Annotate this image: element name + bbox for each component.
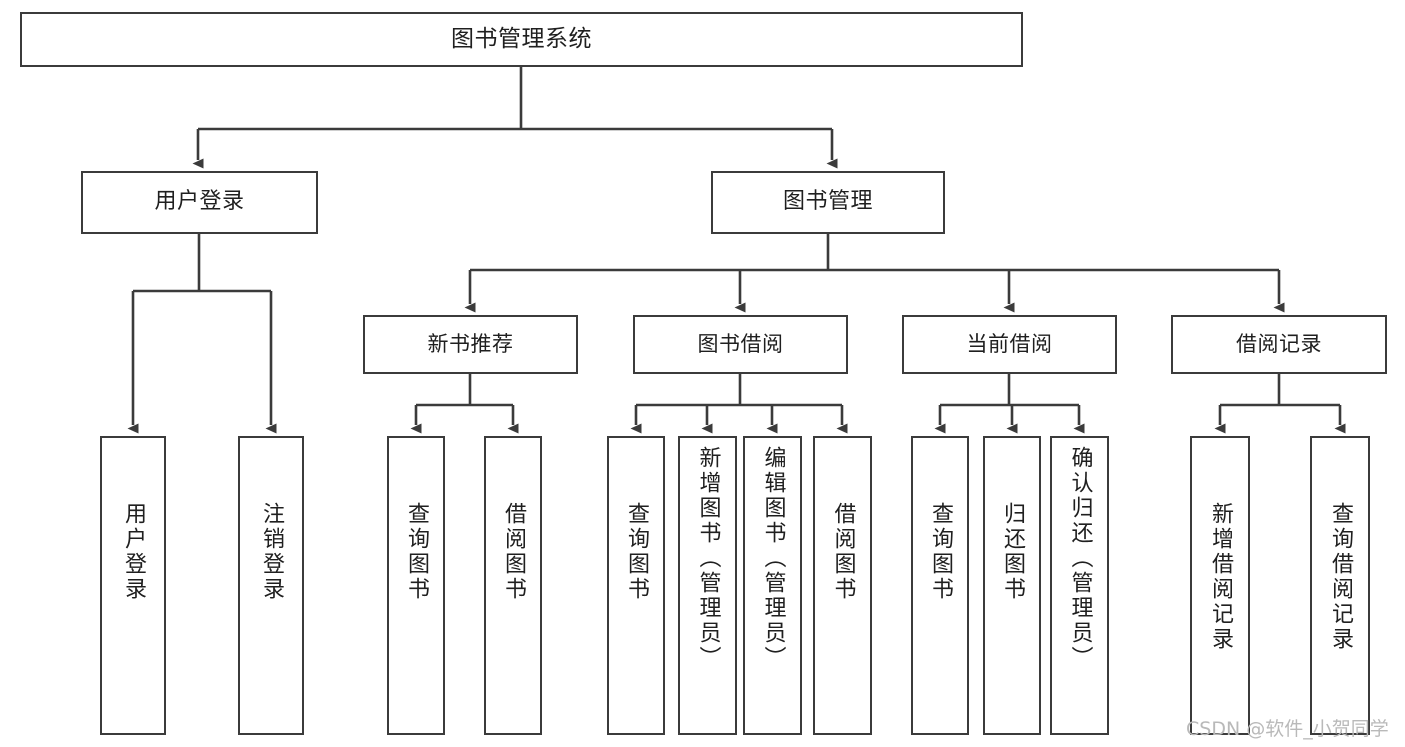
- node-root-system[interactable]: 图书管理系统: [20, 12, 1023, 67]
- node-label: 借阅图书: [830, 502, 856, 602]
- node-leaf[interactable]: 查询图书: [387, 436, 445, 735]
- node-leaf[interactable]: 用户登录: [100, 436, 166, 735]
- node-leaf[interactable]: 注销登录: [238, 436, 304, 735]
- node-label: 用户登录: [121, 502, 146, 602]
- csdn-watermark: CSDN @软件_小贺同学: [1186, 718, 1389, 740]
- node-label: 借阅图书: [501, 502, 526, 602]
- node-label: 当前借阅: [966, 331, 1053, 356]
- node-book-management[interactable]: 图书管理: [711, 171, 945, 234]
- node-leaf[interactable]: 编辑图书（管理员）: [743, 436, 802, 735]
- node-leaf[interactable]: 查询图书: [911, 436, 969, 735]
- node-label: 归还图书: [1000, 502, 1025, 602]
- node-label: 用户登录: [154, 189, 245, 215]
- node-leaf[interactable]: 借阅图书: [813, 436, 872, 735]
- node-label: 新增图书（管理员）: [695, 446, 721, 671]
- node-new-book-recommend[interactable]: 新书推荐: [363, 315, 578, 374]
- node-label: 图书管理: [782, 189, 873, 215]
- node-label: 借阅记录: [1236, 331, 1322, 356]
- node-label: 图书借阅: [697, 331, 784, 356]
- node-leaf[interactable]: 新增图书（管理员）: [678, 436, 737, 735]
- node-leaf[interactable]: 确认归还（管理员）: [1050, 436, 1109, 735]
- node-leaf[interactable]: 借阅图书: [484, 436, 542, 735]
- node-label: 注销登录: [259, 502, 284, 602]
- node-label: 查询借阅记录: [1328, 502, 1353, 652]
- node-label: 查询图书: [928, 502, 953, 602]
- node-label: 新增借阅记录: [1208, 502, 1233, 652]
- node-label: 新书推荐: [427, 331, 514, 356]
- node-leaf[interactable]: 归还图书: [983, 436, 1041, 735]
- node-label: 查询图书: [404, 502, 429, 602]
- node-borrow-record[interactable]: 借阅记录: [1171, 315, 1387, 374]
- node-label: 图书管理系统: [451, 25, 592, 52]
- node-leaf[interactable]: 新增借阅记录: [1190, 436, 1250, 735]
- node-leaf[interactable]: 查询图书: [607, 436, 665, 735]
- node-current-borrow[interactable]: 当前借阅: [902, 315, 1117, 374]
- node-user-login[interactable]: 用户登录: [81, 171, 318, 234]
- node-label: 编辑图书（管理员）: [760, 446, 786, 671]
- node-leaf[interactable]: 查询借阅记录: [1310, 436, 1370, 735]
- node-label: 确认归还（管理员）: [1067, 446, 1093, 671]
- node-book-borrow[interactable]: 图书借阅: [633, 315, 848, 374]
- node-label: 查询图书: [624, 502, 649, 602]
